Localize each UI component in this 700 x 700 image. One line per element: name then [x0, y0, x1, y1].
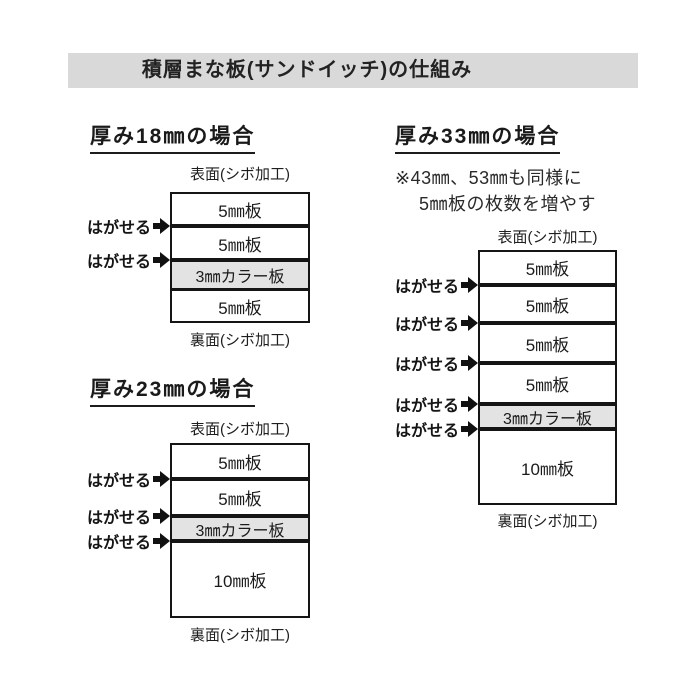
- arrow-right-icon: [153, 471, 170, 487]
- surface-label-18mm: 表面(シボ加工): [190, 166, 290, 183]
- peel-separator-line: [480, 361, 615, 365]
- peel-label-row: はがせる: [87, 468, 170, 490]
- peel-separator-line: [172, 477, 308, 481]
- peel-label-row: はがせる: [395, 418, 478, 440]
- layer-5mm: 5㎜板: [480, 325, 615, 361]
- arrow-right-icon: [153, 218, 170, 234]
- layer-10mm: 10㎜板: [172, 543, 308, 616]
- peel-label: はがせる: [86, 220, 151, 237]
- peel-label: はがせる: [86, 510, 151, 527]
- layer-label: 5㎜板: [218, 201, 262, 221]
- peel-separator-line: [480, 283, 615, 287]
- section-heading-33mm: 厚み33㎜の場合: [395, 120, 561, 154]
- section-heading-18mm: 厚み18㎜の場合: [90, 120, 256, 154]
- layer-label: 10㎜板: [213, 572, 267, 591]
- note-line-1: ※43㎜、53㎜も同様に: [395, 168, 583, 188]
- peel-label-row: はがせる: [87, 530, 170, 552]
- layer-label: 3㎜カラー板: [195, 269, 285, 286]
- layer-5mm: 5㎜板: [480, 252, 615, 283]
- board-diagram-33mm: 5㎜板 5㎜板 5㎜板 5㎜板 3㎜カラー板 10㎜板: [478, 250, 617, 505]
- peel-label-row: はがせる: [395, 393, 478, 415]
- surface-label-23mm: 表面(シボ加工): [190, 421, 290, 438]
- layer-3mm-color: 3㎜カラー板: [172, 262, 308, 288]
- arrow-right-icon: [461, 421, 478, 437]
- peel-label: はがせる: [86, 254, 151, 271]
- arrow-right-icon: [461, 315, 478, 331]
- peel-label-row: はがせる: [395, 352, 478, 374]
- peel-separator-line: [480, 321, 615, 325]
- back-label-18mm: 裏面(シボ加工): [190, 332, 290, 349]
- arrow-right-icon: [461, 355, 478, 371]
- surface-label-33mm: 表面(シボ加工): [497, 229, 598, 246]
- peel-label-row: はがせる: [395, 274, 478, 296]
- section-heading-23mm: 厚み23㎜の場合: [90, 373, 256, 407]
- peel-separator-line: [172, 258, 308, 262]
- note-line-2: 5㎜板の枚数を増やす: [419, 194, 597, 214]
- layer-label: 5㎜板: [218, 298, 262, 318]
- peel-label: はがせる: [86, 535, 151, 552]
- arrow-right-icon: [461, 277, 478, 293]
- layer-label: 5㎜板: [525, 296, 570, 316]
- arrow-right-icon: [153, 533, 170, 549]
- layer-label: 10㎜板: [521, 459, 574, 479]
- page-title: 積層まな板(サンドイッチ)の仕組み: [141, 59, 473, 81]
- arrow-right-icon: [153, 252, 170, 268]
- board-diagram-18mm: 5㎜板 5㎜板 3㎜カラー板 5㎜板: [170, 192, 310, 323]
- layer-label: 5㎜板: [525, 260, 570, 279]
- layer-label: 3㎜カラー板: [503, 410, 592, 428]
- peel-label-row: はがせる: [87, 249, 170, 271]
- back-label-23mm: 裏面(シボ加工): [190, 627, 290, 644]
- peel-label-row: はがせる: [395, 312, 478, 334]
- title-banner: 積層まな板(サンドイッチ)の仕組み: [68, 53, 638, 88]
- peel-label: はがせる: [394, 317, 459, 334]
- arrow-right-icon: [153, 508, 170, 524]
- peel-label: はがせる: [86, 473, 151, 490]
- layer-3mm-color: 3㎜カラー板: [480, 406, 615, 428]
- peel-separator-line: [172, 514, 308, 518]
- separator-line: [172, 288, 308, 291]
- layer-3mm-color: 3㎜カラー板: [172, 518, 308, 540]
- back-label-33mm: 裏面(シボ加工): [497, 513, 598, 530]
- layer-5mm: 5㎜板: [172, 291, 308, 321]
- layer-5mm: 5㎜板: [480, 365, 615, 402]
- peel-separator-line: [480, 402, 615, 406]
- peel-separator-line: [172, 539, 308, 543]
- peel-separator-line: [172, 224, 308, 228]
- peel-label: はがせる: [394, 423, 459, 440]
- layer-10mm: 10㎜板: [480, 431, 615, 503]
- peel-label: はがせる: [394, 279, 459, 296]
- peel-label-row: はがせる: [87, 505, 170, 527]
- layer-label: 3㎜カラー板: [195, 522, 285, 540]
- peel-separator-line: [480, 427, 615, 431]
- layer-5mm: 5㎜板: [172, 228, 308, 258]
- layer-5mm: 5㎜板: [172, 194, 308, 224]
- layer-5mm: 5㎜板: [172, 445, 308, 477]
- peel-label-row: はがせる: [87, 215, 170, 237]
- layer-label: 5㎜板: [218, 490, 262, 509]
- layer-5mm: 5㎜板: [480, 287, 615, 321]
- arrow-right-icon: [461, 396, 478, 412]
- peel-label: はがせる: [394, 357, 459, 374]
- layer-label: 5㎜板: [218, 235, 262, 255]
- layer-label: 5㎜板: [525, 335, 570, 355]
- peel-label: はがせる: [394, 398, 459, 415]
- layer-label: 5㎜板: [525, 376, 570, 395]
- layer-label: 5㎜板: [218, 453, 262, 473]
- layer-5mm: 5㎜板: [172, 481, 308, 514]
- board-diagram-23mm: 5㎜板 5㎜板 3㎜カラー板 10㎜板: [170, 443, 310, 618]
